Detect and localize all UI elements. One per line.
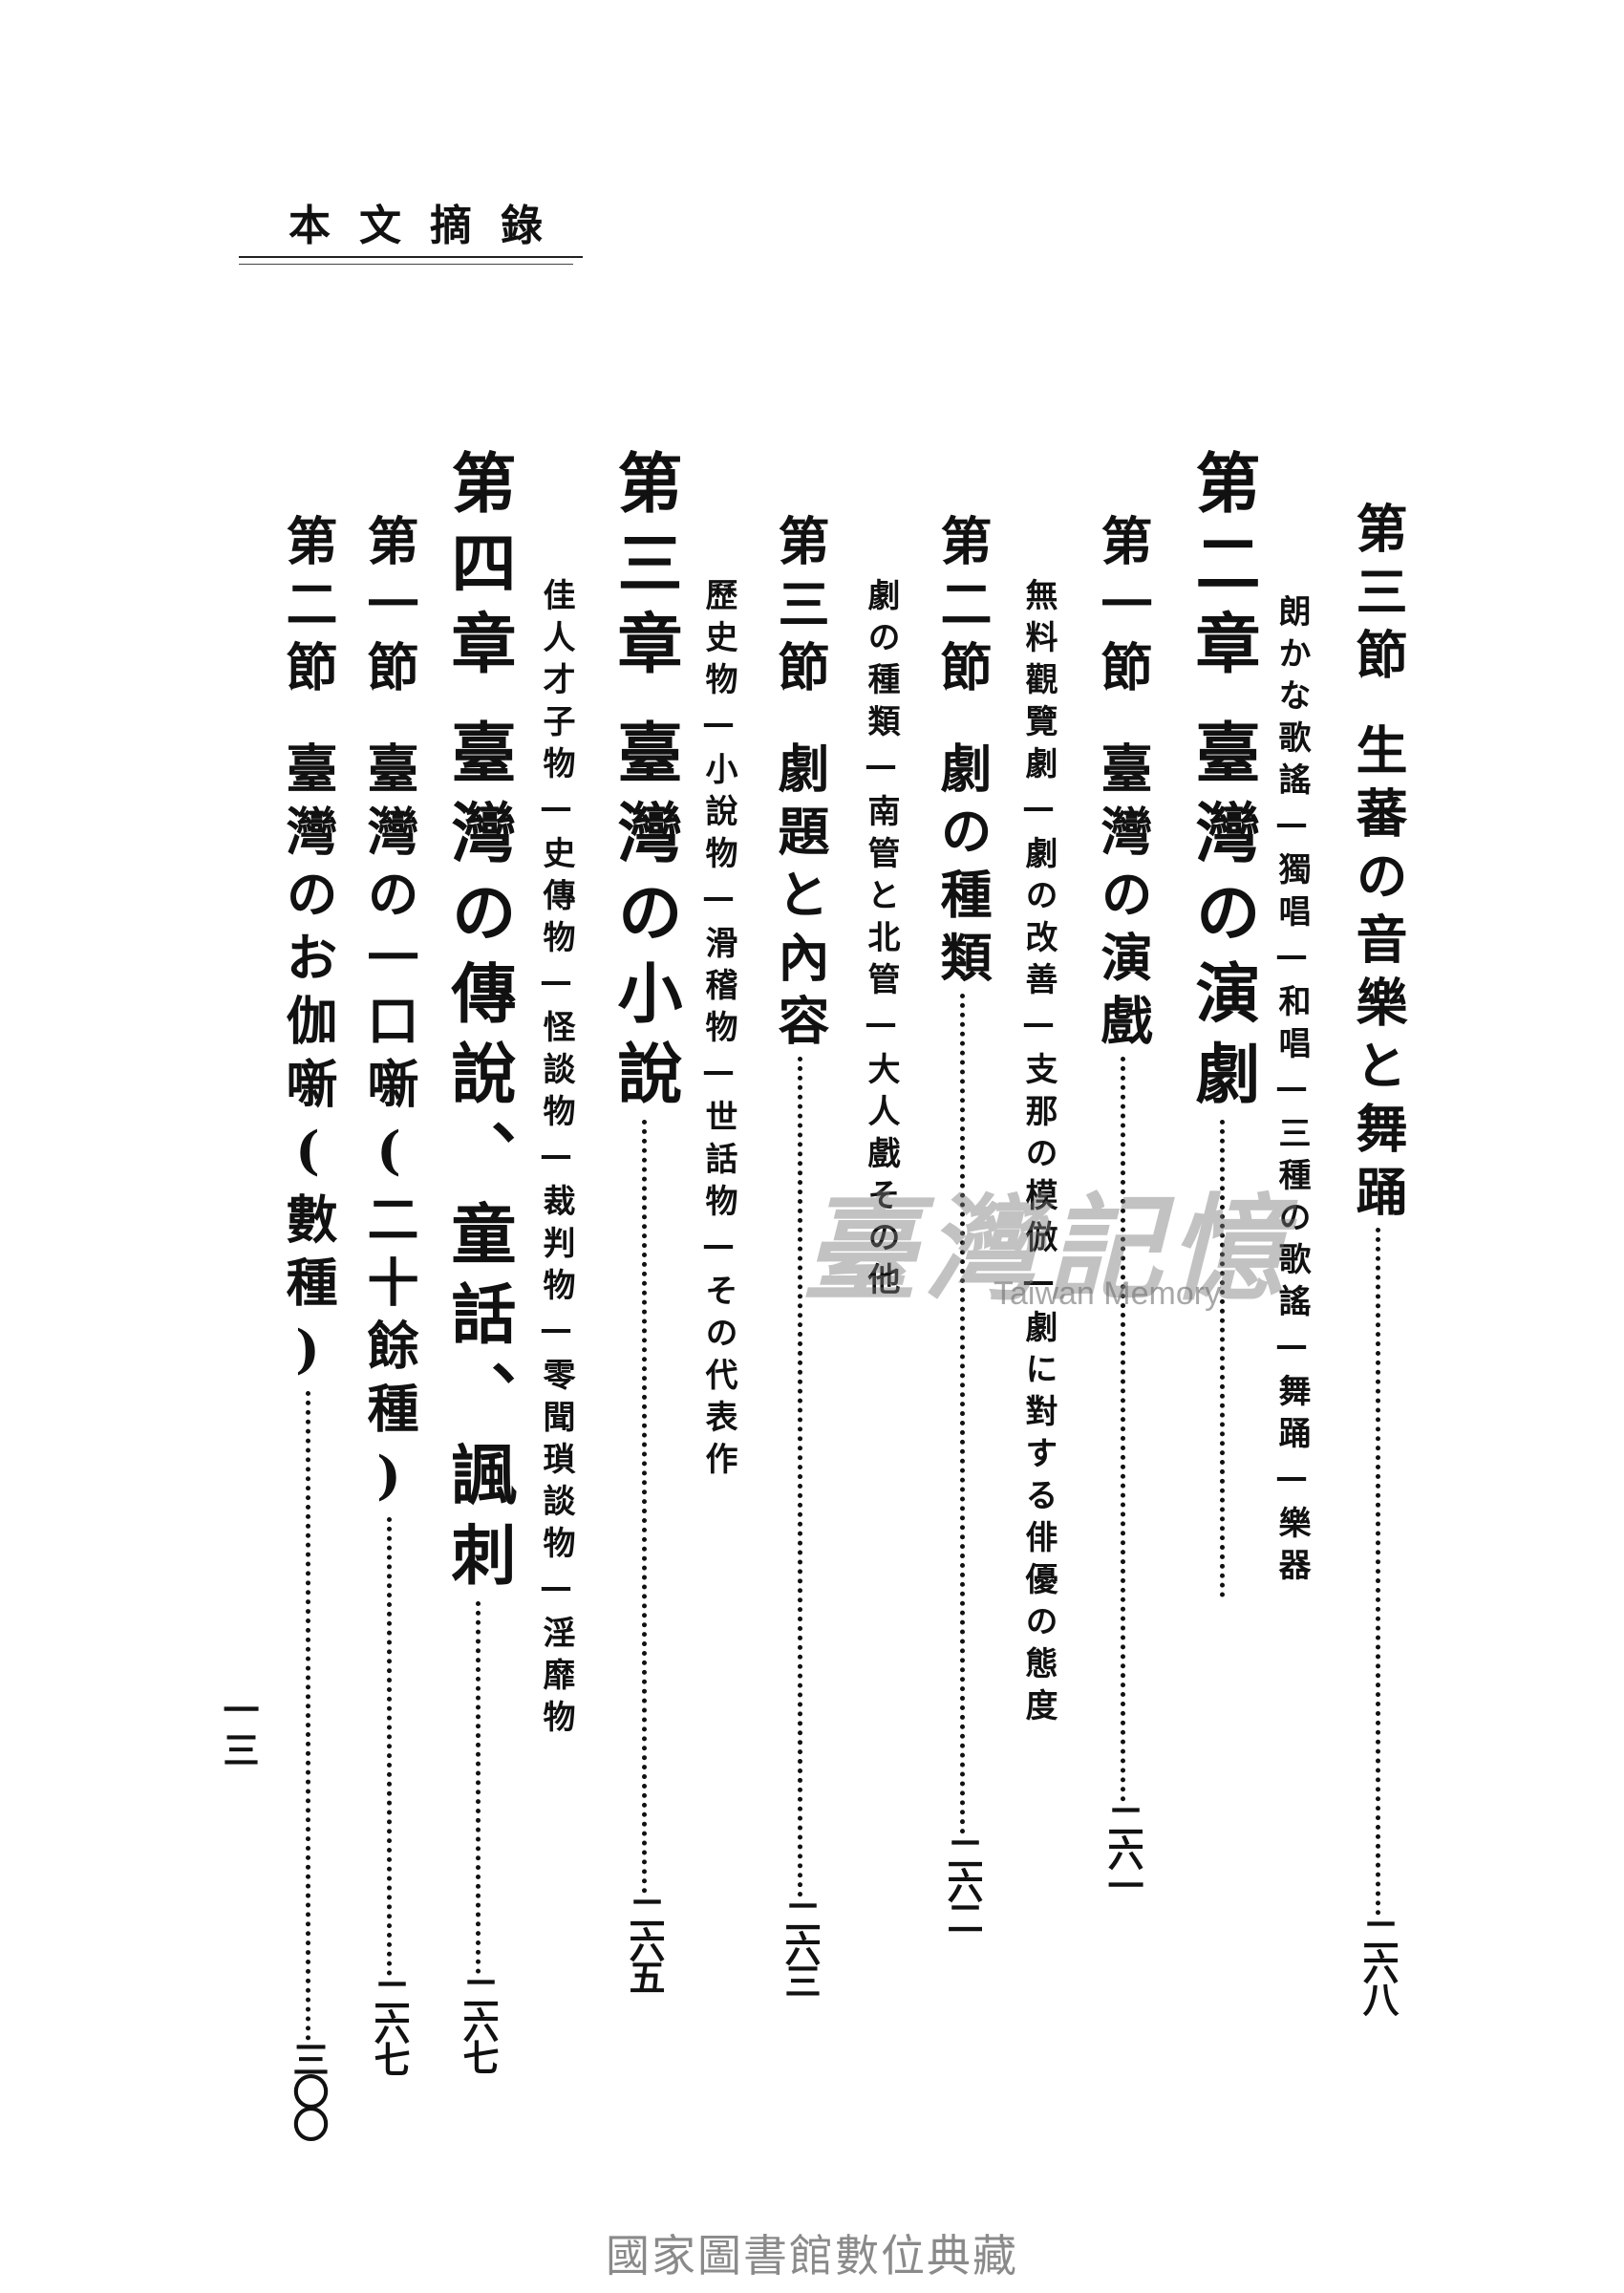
header-rule-thin (239, 264, 573, 265)
page-folio: 一三 (217, 1691, 260, 1771)
entry-label: 第三章 (606, 449, 682, 690)
leader-dots (305, 1391, 310, 2041)
entry-page: 二六一 (1101, 1802, 1144, 1899)
toc-entry-summary: 佳人才子物—史傳物—怪談物—裁判物—零聞瑣談物—淫靡物 (537, 578, 575, 1742)
leader-dots (959, 994, 965, 1834)
toc-entry-summary: 歷史物—小說物—滑稽物—世話物—その代表作 (699, 578, 737, 1484)
toc-entry-summary: 劇の種類—南管と北管—大人戲その他 (862, 578, 900, 1304)
leader-dots (1219, 1120, 1225, 1597)
toc-entry-summary: 無料觀覽劇—劇の改善—支那の模倣—劇に對する俳優の態度 (1019, 578, 1058, 1730)
toc-entry-chapter: 第四章臺灣の傳說、童話、諷刺二六七 (439, 449, 516, 2071)
entry-title: 劇の種類 (931, 741, 993, 994)
toc-entry-section: 第一節臺灣の演戲二六一 (1092, 514, 1153, 1899)
toc-entry-chapter: 第二章臺灣の演劇 (1184, 449, 1260, 1597)
toc-entry-chapter: 第三章臺灣の小說二六五 (606, 449, 682, 1991)
leader-dots (1120, 1057, 1125, 1802)
entry-page: 二六七 (457, 1974, 500, 2071)
header-rule (239, 256, 583, 258)
entry-title: 臺灣のお伽噺(數種) (277, 741, 338, 1391)
leader-dots (475, 1601, 481, 1974)
entry-page: 二六二 (941, 1834, 984, 1932)
entry-label: 第一節 (358, 514, 419, 703)
entry-title: 臺灣の小說 (606, 718, 682, 1120)
entry-page: 二六三 (779, 1897, 822, 1995)
leader-dots (386, 1517, 392, 1976)
leader-dots (641, 1120, 647, 1894)
summary-text: 劇の種類—南管と北管—大人戲その他 (862, 578, 900, 1304)
entry-label: 第二章 (1184, 449, 1260, 690)
leader-dots (797, 1057, 802, 1897)
entry-title: 臺灣の演劇 (1184, 718, 1260, 1120)
entry-title: 臺灣の演戲 (1092, 741, 1153, 1057)
summary-text: 無料觀覽劇—劇の改善—支那の模倣—劇に對する俳優の態度 (1019, 578, 1058, 1730)
entry-page: 二六七 (368, 1976, 411, 2073)
entry-title: 生蕃の音樂と舞踊 (1347, 723, 1408, 1228)
toc-entry-section: 第二節劇の種類二六二 (931, 514, 993, 1932)
summary-text: 朗かな歌謠—獨唱—和唱—三種の歌謠—舞踊—樂器 (1272, 594, 1311, 1590)
footer-credit: 國家圖書館數位典藏 (606, 2230, 1018, 2282)
entry-page: 三〇〇 (287, 2041, 330, 2138)
entry-label: 第一節 (1092, 514, 1153, 703)
toc-entry-summary: 朗かな歌謠—獨唱—和唱—三種の歌謠—舞踊—樂器 (1272, 594, 1311, 1590)
summary-text: 佳人才子物—史傳物—怪談物—裁判物—零聞瑣談物—淫靡物 (537, 578, 575, 1742)
entry-label: 第四章 (439, 449, 516, 690)
entry-label: 第三節 (769, 514, 830, 703)
toc-entry-section: 第三節生蕃の音樂と舞踊二六八 (1347, 502, 1408, 2035)
entry-page: 二六八 (1357, 1916, 1400, 2013)
entry-label: 第三節 (1347, 502, 1408, 691)
entry-title: 臺灣の一口噺(二十餘種) (358, 741, 419, 1517)
entry-label: 第二節 (277, 514, 338, 703)
entry-title: 劇題と內容 (769, 741, 830, 1057)
entry-title: 臺灣の傳說、童話、諷刺 (439, 718, 516, 1601)
entry-label: 第二節 (931, 514, 993, 703)
entry-page: 二六五 (623, 1894, 666, 1991)
toc-entry-section: 第三節劇題と內容二六三 (769, 514, 830, 1995)
summary-text: 歷史物—小說物—滑稽物—世話物—その代表作 (699, 578, 737, 1484)
toc-entry-section: 第一節臺灣の一口噺(二十餘種) 二六七 (358, 514, 419, 2073)
running-head: 本文摘錄 (288, 202, 571, 250)
leader-dots (1375, 1228, 1380, 1916)
toc-entry-section: 第二節臺灣のお伽噺(數種) 三〇〇 (277, 514, 338, 2138)
